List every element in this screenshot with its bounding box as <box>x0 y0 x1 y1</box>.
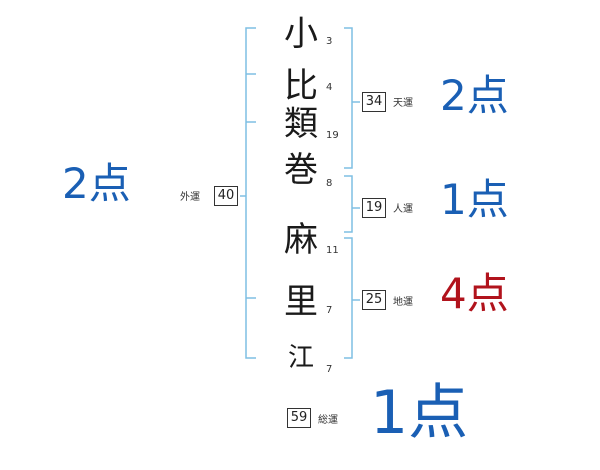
gaikaku-label: 外運 <box>180 192 200 203</box>
name-char-4: 巻 <box>284 150 318 190</box>
gaikaku-value-box: 40 <box>214 186 238 206</box>
jinkaku-bracket <box>344 175 353 233</box>
chikaku-bracket <box>344 237 353 359</box>
name-char-3: 類 <box>284 104 318 144</box>
chikaku-score: 4点 <box>440 269 509 318</box>
chikaku-value-box: 25 <box>362 290 386 310</box>
name-char-7: 江 <box>287 343 314 373</box>
name-char-6: 里 <box>284 282 318 322</box>
stroke-count-2: 4 <box>326 82 333 93</box>
soukaku-score: 1点 <box>370 378 469 448</box>
gaikaku-bracket <box>245 27 256 359</box>
tenkaku-bracket <box>344 27 353 169</box>
tenkaku-value-box: 34 <box>362 92 386 112</box>
tenkaku-score: 2点 <box>440 71 509 120</box>
tenkaku-label: 天運 <box>393 98 413 109</box>
stroke-count-5: 11 <box>326 245 339 256</box>
chikaku-label: 地運 <box>393 297 413 308</box>
stroke-count-7: 7 <box>326 364 333 375</box>
jinkaku-score: 1点 <box>440 175 509 224</box>
soukaku-label: 総運 <box>318 415 338 426</box>
stroke-count-6: 7 <box>326 305 333 316</box>
soukaku-value-box: 59 <box>287 408 311 428</box>
stroke-count-4: 8 <box>326 178 333 189</box>
name-char-5: 麻 <box>284 220 318 260</box>
stroke-count-1: 3 <box>326 36 333 47</box>
jinkaku-label: 人運 <box>393 204 413 215</box>
name-char-2: 比 <box>284 66 318 106</box>
stroke-count-3: 19 <box>326 130 339 141</box>
jinkaku-value-box: 19 <box>362 198 386 218</box>
name-char-1: 小 <box>284 14 318 54</box>
gaikaku-score: 2点 <box>62 159 131 208</box>
